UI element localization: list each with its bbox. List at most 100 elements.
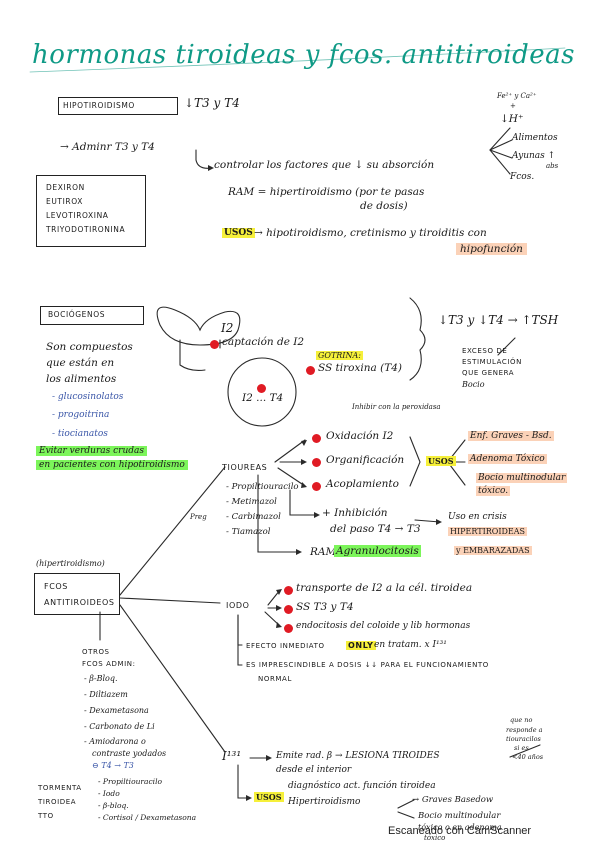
control-factors: controlar los factores que ↓ su absorció…: [214, 159, 435, 171]
tiourea-drug: - Propiltiouracilo: [226, 482, 299, 492]
hypothyroidism-label: HIPOTIROIDISMO: [63, 101, 135, 110]
otros-item: - β-Bloq.: [84, 674, 118, 683]
i131-diagnostico: diagnóstico act. función tiroidea: [288, 781, 436, 791]
red-dot-icon: [312, 482, 321, 491]
tiourea-drug: - Carbimazol: [226, 512, 281, 522]
bocio-desc: los alimentos: [46, 373, 117, 385]
inhibicion: + Inhibición: [322, 507, 388, 519]
i2-label: I2: [221, 321, 234, 335]
i131-hipertiroidismo: Hipertiroidismo: [288, 797, 361, 807]
i131-label: I¹³¹: [222, 749, 242, 763]
h-plus: ↓H⁺: [500, 113, 524, 125]
tormenta-label: TIROIDEA: [38, 798, 77, 806]
embarazadas: y EMBARAZADAS: [454, 546, 532, 555]
i131-emite-2: desde el interior: [276, 765, 352, 775]
bocio-item: - tiocianatos: [52, 429, 108, 439]
hipertiroideas: HIPERTIROIDEAS: [448, 527, 527, 536]
step-acoplamiento: Acoplamiento: [326, 478, 399, 490]
tsh-increase: ↓T3 y ↓T4 → ↑TSH: [438, 313, 559, 327]
otros-fcos: FCOS ADMIN:: [82, 660, 136, 668]
hypothyroidism-box: [58, 97, 178, 115]
tormenta-item: - β-bloq.: [98, 801, 129, 810]
green-note: Evitar verduras crudas: [36, 446, 147, 456]
usos-tag: USOS: [426, 456, 456, 466]
i131-bocio: Bocio multinodular: [418, 811, 501, 821]
bociogenos-label: BOCIÓGENOS: [48, 310, 106, 319]
step-organificacion: Organificación: [326, 454, 405, 466]
i131-emite: Emite rad. β → LESIONA TIROIDES: [276, 751, 440, 761]
green-note: en pacientes con hipotiroidismo: [36, 460, 188, 470]
hypo-usos-text-2: hipofunción: [456, 243, 527, 255]
tormenta-item: - Iodo: [98, 789, 120, 798]
otros-item: contraste yodados: [92, 749, 167, 758]
red-dot-icon: [284, 586, 293, 595]
hypo-decrease: ↓T3 y T4: [184, 96, 240, 110]
factor-foods: Alimentos: [512, 133, 558, 143]
side-note: tiouracilos: [506, 735, 541, 743]
i2-t4: I2 ... T4: [242, 392, 284, 404]
factor-abs: abs: [546, 162, 559, 170]
tormenta-item: - Propiltiouracilo: [98, 777, 162, 786]
tormenta-item: - Cortisol / Dexametasona: [98, 813, 197, 822]
red-dot-icon: [306, 366, 315, 375]
iodo-item: SS T3 y T4: [296, 601, 354, 613]
drug-item: DEXIRON: [46, 183, 85, 192]
bociogenos-box: [40, 306, 144, 325]
preg-note: Preg: [190, 513, 207, 521]
efecto-inmediato: EFECTO INMEDIATO: [246, 642, 325, 650]
paso-t4-t3: del paso T4 → T3: [330, 523, 421, 535]
page-title: hormonas tiroideas y fcos. antitiroideas: [32, 40, 575, 70]
red-dot-icon: [284, 605, 293, 614]
factor-fcos: Fcos.: [510, 172, 535, 182]
antitiroideos-label: FCOS: [44, 582, 68, 591]
iodo-label: IODO: [226, 601, 250, 610]
tormenta-label: TTO: [38, 812, 54, 820]
i131-toxico-2: tóxico: [424, 834, 446, 842]
otros-item: - Dexametasona: [84, 706, 149, 715]
ions-note: Fe²⁺ y Ca²⁺: [497, 92, 537, 100]
t4-t3-inhibition: ⊖ T4 → T3: [92, 761, 134, 770]
red-dot-icon: [257, 384, 266, 393]
iodo-item: endocitosis del coloide y lib hormonas: [296, 621, 471, 631]
drug-item: LEVOTIROXINA: [46, 211, 109, 220]
use-bocio: Bocio multinodular: [476, 473, 568, 483]
tioureas-ram: RAM:: [310, 546, 340, 558]
drug-item: EUTIROX: [46, 197, 83, 206]
inhibe-peroxidasa: Inhibir con la peroxidasa: [352, 403, 441, 411]
agranulocitosis: Agranulocitosis: [334, 545, 421, 557]
gotrina-label: GOTRINA:: [316, 351, 363, 360]
tsh-desc: QUE GENERA: [462, 369, 515, 377]
i131-graves: → Graves Basedow: [412, 795, 494, 805]
factor-fasting: Ayunas ↑: [512, 151, 556, 161]
bocio-item: - progoitrina: [52, 410, 110, 420]
side-note: responde a: [506, 726, 543, 734]
bocio-item: - glucosinolatos: [52, 392, 124, 402]
otros-item: - Carbonato de Li: [84, 722, 155, 731]
i131-toxico: tóxico o en adenoma: [418, 823, 502, 832]
hypo-drugs-box: [36, 175, 146, 247]
usos-tag: USOS: [254, 792, 284, 802]
red-dot-icon: [210, 340, 219, 349]
tsh-desc: ESTIMULACIÓN: [462, 358, 522, 366]
tioureas-label: TIOUREAS: [222, 463, 268, 472]
drug-item: TRIYODOTIRONINA: [46, 225, 126, 234]
normal-label: NORMAL: [258, 675, 292, 683]
red-dot-icon: [284, 624, 293, 633]
tsh-desc: EXCESO DE: [462, 347, 508, 355]
otros-item: - Diltiazem: [84, 690, 128, 699]
hypo-usos-text: → hipotiroidismo, cretinismo y tiroiditi…: [254, 227, 487, 239]
otros-fcos: OTROS: [82, 648, 110, 656]
bocio-desc: que están en: [46, 357, 115, 369]
tiourea-drug: - Metimazol: [226, 497, 277, 507]
tormenta-label: TORMENTA: [38, 784, 82, 792]
ions-plus: +: [510, 102, 516, 110]
tiourea-drug: - Tiamazol: [226, 527, 271, 537]
step-oxidacion: Oxidación I2: [326, 430, 394, 442]
admin-t3-t4: → Adminr T3 y T4: [60, 141, 155, 153]
red-dot-icon: [312, 458, 321, 467]
en-tratamiento: en tratam. x I¹³¹: [374, 640, 447, 650]
captacion-i2: captación de I2: [222, 336, 305, 348]
use-adenoma: Adenoma Tóxico: [468, 454, 547, 464]
